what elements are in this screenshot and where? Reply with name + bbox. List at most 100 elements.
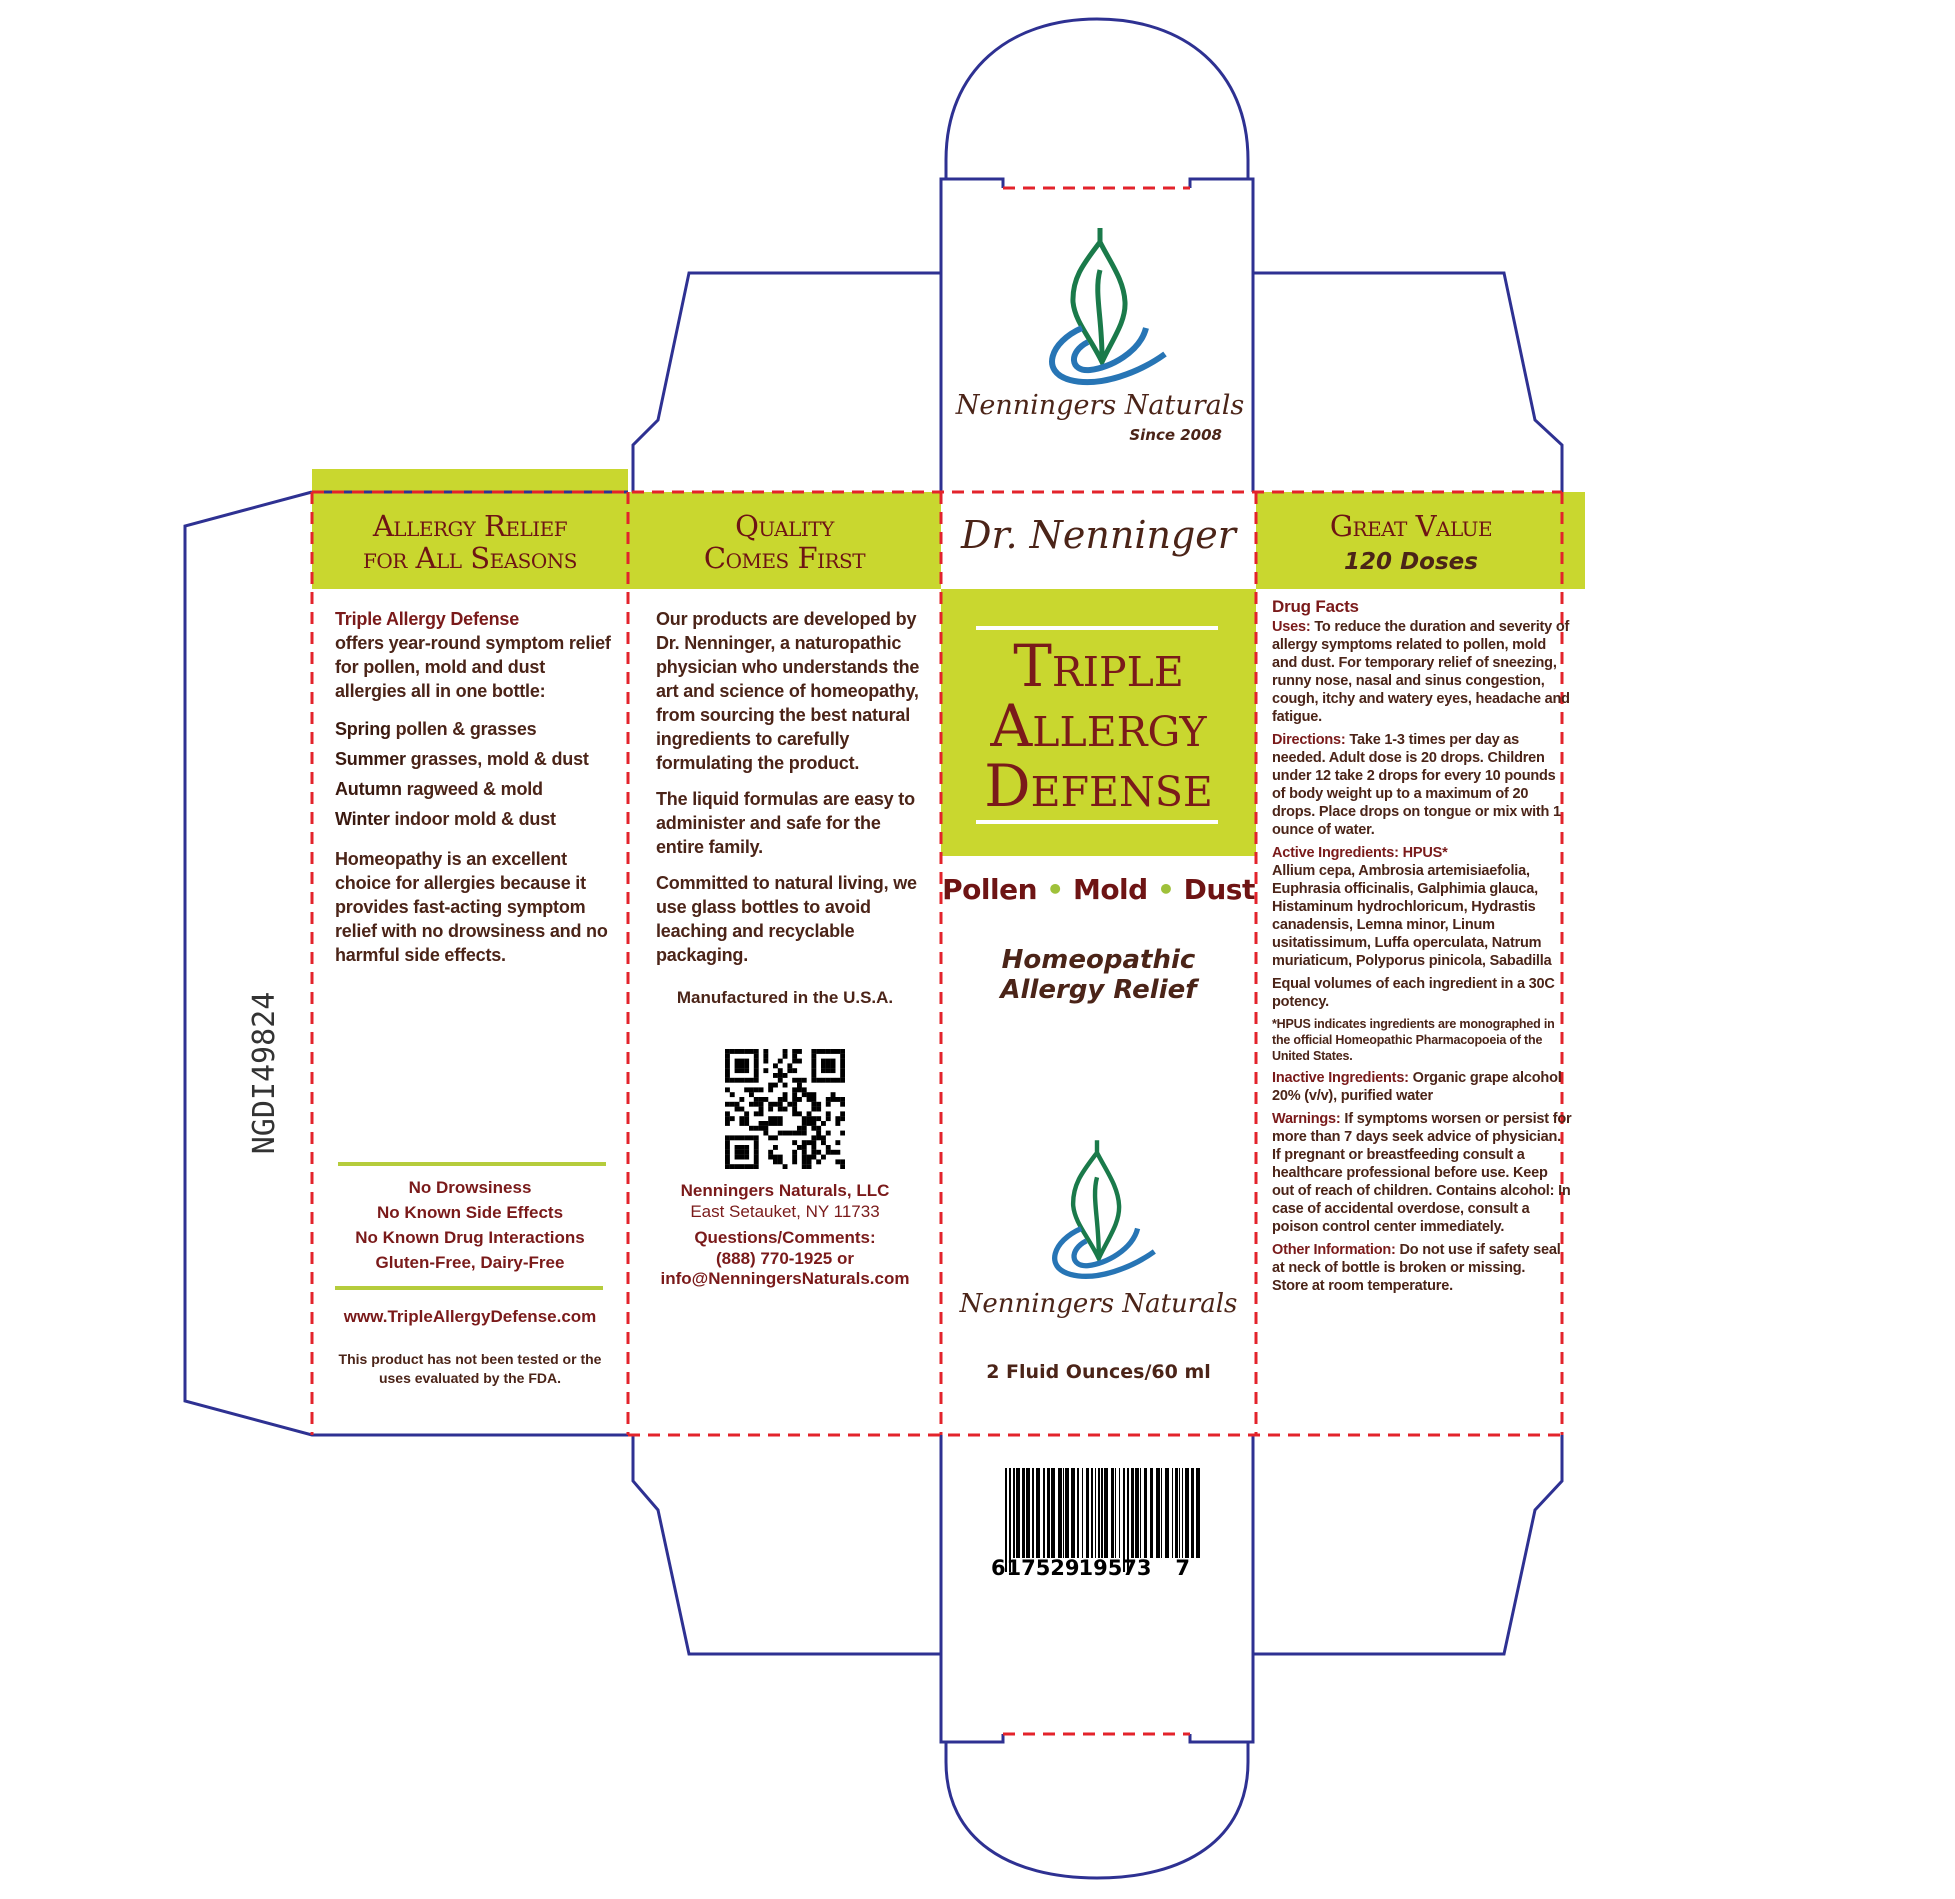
qr-module <box>763 1053 769 1059</box>
qr-module <box>792 1149 798 1155</box>
qr-module <box>840 1111 845 1117</box>
qr-module <box>821 1063 826 1069</box>
qr-module <box>777 1106 783 1112</box>
qr-module <box>825 1068 831 1074</box>
qr-module <box>835 1049 841 1054</box>
qr-module <box>739 1135 745 1141</box>
barcode-bar <box>1179 1468 1180 1558</box>
qr-module <box>830 1092 836 1098</box>
qr-module <box>806 1092 812 1098</box>
qr-module <box>729 1101 735 1107</box>
barcode-bar <box>1063 1468 1064 1558</box>
qr-module <box>773 1063 778 1069</box>
qr-module <box>777 1121 783 1126</box>
qr-module <box>768 1106 774 1112</box>
qr-module <box>840 1097 845 1102</box>
qr-module <box>753 1087 759 1093</box>
quality-heading: Quality Comes First <box>628 510 941 574</box>
qr-module <box>763 1121 769 1126</box>
qr-module <box>816 1077 822 1083</box>
qr-module <box>787 1063 793 1069</box>
qr-module <box>811 1116 817 1122</box>
qr-code[interactable] <box>725 1049 845 1169</box>
questions-label: Questions/Comments: <box>694 1228 876 1247</box>
barcode-bar <box>1086 1468 1089 1558</box>
qr-module <box>744 1154 750 1160</box>
qr-module <box>840 1101 845 1107</box>
qr-module <box>725 1073 730 1078</box>
qr-module <box>744 1164 750 1169</box>
qr-module <box>801 1092 807 1098</box>
qr-module <box>773 1101 778 1107</box>
qr-module <box>792 1159 798 1165</box>
qr-module <box>797 1111 802 1117</box>
doses: 120 Doses <box>1344 549 1478 575</box>
quality-paragraph: The liquid formulas are easy to administ… <box>656 789 915 857</box>
qr-module <box>840 1058 845 1064</box>
qr-module <box>725 1145 730 1150</box>
qr-module <box>840 1116 845 1122</box>
qr-module <box>821 1154 826 1160</box>
barcode-digits: 17529 <box>1006 1556 1079 1578</box>
qr-module <box>749 1125 754 1131</box>
barcode-bar <box>1140 1468 1141 1558</box>
qr-module <box>753 1154 759 1160</box>
qr-module <box>825 1049 831 1054</box>
qr-module <box>825 1116 831 1122</box>
barcode-bar <box>1135 1468 1139 1558</box>
barcode-bar <box>1182 1468 1183 1558</box>
qr-module <box>782 1053 788 1059</box>
qr-module <box>801 1121 807 1126</box>
qr-module <box>792 1049 798 1054</box>
qr-module <box>739 1068 745 1074</box>
qr-module <box>749 1087 754 1093</box>
barcode-bar <box>1095 1468 1096 1558</box>
qr-module <box>758 1111 764 1117</box>
divider <box>338 1162 606 1166</box>
qr-module <box>777 1077 783 1083</box>
qr-module <box>773 1159 778 1165</box>
qr-module <box>806 1121 812 1126</box>
qr-module <box>749 1164 754 1169</box>
qr-module <box>753 1159 759 1165</box>
qr-module <box>821 1140 826 1146</box>
qr-module <box>768 1154 774 1160</box>
qr-module <box>744 1145 750 1150</box>
qr-module <box>811 1073 817 1078</box>
qr-module <box>840 1130 845 1136</box>
season-item: Autumn ragweed & mold <box>335 779 543 799</box>
qr-module <box>801 1140 807 1146</box>
qr-module <box>830 1049 836 1054</box>
qr-module <box>797 1087 802 1093</box>
barcode-bar <box>1071 1468 1075 1558</box>
targets: Pollen • Mold • Dust <box>942 873 1255 906</box>
qr-module <box>768 1101 774 1107</box>
email-link[interactable]: info@NenningersNaturals.com <box>660 1269 910 1288</box>
qr-module <box>787 1130 793 1136</box>
qr-module <box>725 1063 730 1069</box>
quality-column: Our products are developed by Dr. Nennin… <box>640 607 930 1290</box>
bullet-icon: • <box>1156 873 1175 906</box>
qr-module <box>753 1135 759 1141</box>
company-name: Nenningers Naturals, LLC <box>680 1181 890 1200</box>
qr-module <box>801 1077 807 1083</box>
product-title: Triple Allergy Defense <box>941 636 1256 816</box>
qr-module <box>725 1154 730 1160</box>
qr-module <box>792 1092 798 1098</box>
qr-module <box>821 1135 826 1141</box>
qr-module <box>811 1135 817 1141</box>
barcode-bar <box>1009 1468 1011 1572</box>
qr-module <box>734 1063 740 1069</box>
qr-module <box>825 1097 831 1102</box>
qr-module <box>806 1111 812 1117</box>
qr-module <box>729 1049 735 1054</box>
website-link[interactable]: www.TripleAllergyDefense.com <box>343 1307 597 1326</box>
qr-module <box>725 1049 730 1054</box>
qr-module <box>792 1106 798 1112</box>
season-item: Winter indoor mold & dust <box>335 809 556 829</box>
qr-module <box>811 1154 817 1160</box>
qr-module <box>825 1145 831 1150</box>
qr-module <box>840 1073 845 1078</box>
homeopathy-text: Homeopathy is an excellent choice for al… <box>335 849 608 965</box>
